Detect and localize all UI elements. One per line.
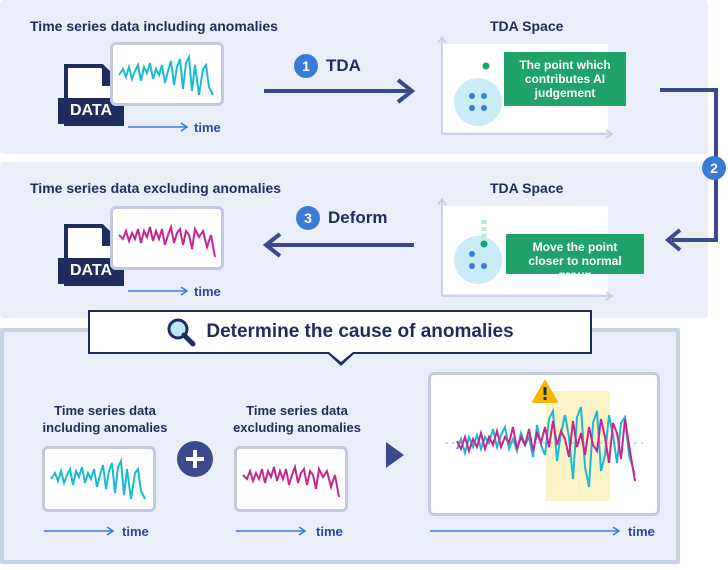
time-axis-arrow [236, 526, 307, 536]
bottom-excl-title: Time series data excluding anomalies [233, 403, 361, 435]
time-label: time [194, 284, 221, 299]
warning-icon [532, 380, 558, 403]
step-number: 1 [294, 54, 318, 78]
time-label: time [122, 524, 149, 539]
plus-icon [177, 441, 213, 477]
line-excluding-anomalies [456, 418, 636, 482]
line-excluding-anomalies [118, 223, 216, 258]
banner-text: Determine the cause of anomalies [206, 321, 514, 342]
data-file-label: DATA [58, 258, 124, 284]
middle-right-title: TDA Space [490, 180, 564, 196]
magnifier-icon [167, 318, 196, 347]
bottom-incl-title: Time series data including anomalies [42, 403, 168, 435]
middle-left-title: Time series data excluding anomalies [30, 180, 282, 196]
chart-card-excluding [110, 206, 224, 270]
callout-contributing-point: The point which contributes AI judgement [504, 52, 626, 106]
step-tda: 1 TDA [294, 54, 361, 78]
determine-banner: Determine the cause of anomalies [88, 310, 592, 354]
line-including-anomalies [50, 457, 146, 500]
comparison-card [428, 372, 660, 516]
chart-card-including [110, 42, 224, 106]
arrow-right [264, 78, 416, 104]
comparison-chart [445, 391, 643, 501]
step-label: TDA [326, 56, 361, 75]
step-label: Deform [328, 208, 388, 227]
time-axis-arrow [128, 286, 189, 296]
callout-move-point: Move the point closer to normal group [506, 234, 644, 282]
top-right-title: TDA Space [490, 18, 564, 34]
banner-pointer [326, 352, 356, 366]
time-label: time [194, 120, 221, 135]
line-including-anomalies [456, 406, 636, 488]
step-number-2: 2 [702, 156, 726, 180]
step-number: 3 [296, 206, 320, 230]
time-axis-arrow [128, 122, 189, 132]
play-triangle-icon [386, 442, 404, 468]
time-label: time [628, 524, 655, 539]
chart-card-excluding-small [234, 446, 348, 512]
time-axis-arrow [430, 526, 621, 536]
top-left-title: Time series data including anomalies [30, 18, 278, 34]
chart-card-including-small [42, 446, 156, 512]
arrow-left [262, 232, 414, 258]
step-deform: 3 Deform [296, 206, 388, 230]
line-excluding-anomalies [242, 463, 340, 498]
line-including-anomalies [118, 53, 214, 96]
time-axis-arrow [44, 526, 115, 536]
time-label: time [316, 524, 343, 539]
